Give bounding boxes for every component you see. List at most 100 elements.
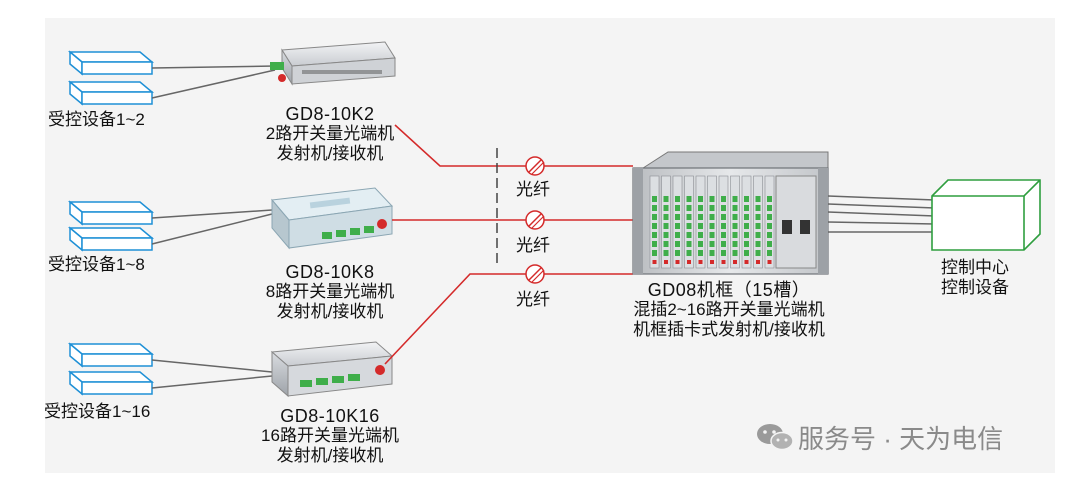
signal-cable	[151, 213, 273, 245]
rack-cards	[649, 175, 775, 269]
card-terminal	[721, 250, 726, 256]
card-led	[744, 260, 749, 264]
rack-card	[764, 175, 775, 269]
card-terminal	[709, 250, 715, 256]
device-label-3: 受控设备1~16	[44, 402, 151, 421]
card-terminal	[721, 241, 726, 247]
card-terminal	[686, 214, 692, 220]
device-box	[67, 201, 155, 213]
device-label-2: 受控设备1~8	[48, 255, 145, 274]
card-terminal	[698, 196, 703, 202]
rack-card	[753, 175, 763, 269]
fiber-link-1	[394, 124, 633, 167]
device-box	[67, 81, 155, 93]
transceiver-desc: 8路开关量光端机	[265, 282, 395, 301]
watermark-text: 服务号 · 天为电信	[798, 423, 1004, 454]
controlled-device-group-2	[67, 200, 155, 252]
transceiver-role: 发射机/接收机	[276, 302, 384, 321]
device-box	[81, 381, 153, 395]
transceiver-unit-3	[270, 341, 394, 398]
card-terminal	[686, 223, 692, 229]
card-terminal	[652, 241, 657, 247]
control-center-desc: 控制设备	[941, 278, 1009, 297]
rack-card	[718, 175, 729, 269]
card-terminal	[744, 250, 749, 256]
control-center-title: 控制中心	[941, 258, 1009, 277]
transceiver-label-2: GD8-10K8 8路开关量光端机 发射机/接收机	[246, 262, 414, 322]
fiber-port	[278, 74, 286, 82]
card-led	[687, 260, 691, 264]
card-terminal	[663, 232, 669, 238]
transceiver-desc: 16路开关量光端机	[261, 426, 399, 445]
chassis-title: GD08机框（15槽）	[647, 280, 811, 300]
card-terminal	[755, 250, 761, 256]
card-terminal	[663, 223, 669, 229]
fiber-break-icon	[525, 210, 545, 230]
controlled-device-group-3	[67, 342, 155, 396]
card-terminal	[755, 214, 761, 220]
card-terminal	[767, 250, 772, 256]
card-terminal	[709, 241, 715, 247]
card-terminal	[755, 196, 761, 202]
card-terminal	[698, 205, 703, 211]
card-terminal	[744, 241, 749, 247]
rack-card	[684, 175, 694, 269]
fiber-port	[377, 219, 387, 229]
card-terminal	[698, 250, 703, 256]
transceiver-label-1: GD8-10K2 2路开关量光端机 发射机/接收机	[246, 104, 414, 164]
card-terminal	[721, 205, 726, 211]
wechat-icon	[757, 424, 794, 451]
chassis-desc: 混插2~16路开关量光端机	[633, 300, 825, 319]
device-box	[81, 91, 153, 105]
transceiver-role: 发射机/接收机	[276, 446, 384, 465]
card-led	[664, 260, 668, 264]
rack-card	[741, 175, 752, 269]
signal-cable	[151, 69, 276, 99]
card-terminal	[675, 250, 680, 256]
controlled-device-group-1	[67, 50, 155, 106]
card-terminal	[663, 214, 669, 220]
rack-card	[672, 175, 683, 269]
chassis-rack	[632, 151, 829, 275]
control-cables	[827, 195, 936, 233]
card-terminal	[767, 241, 772, 247]
signal-cable	[151, 65, 276, 69]
card-terminal	[744, 232, 749, 238]
card-terminal	[721, 232, 726, 238]
control-center-box	[931, 179, 1041, 251]
card-terminal	[686, 250, 692, 256]
fiber-label-1: 光纤	[516, 180, 550, 199]
signal-cable	[827, 211, 936, 217]
card-terminal	[767, 232, 772, 238]
card-terminal	[652, 250, 657, 256]
card-terminal	[675, 214, 680, 220]
card-led	[721, 260, 726, 264]
card-terminal	[744, 205, 749, 211]
port-strip	[302, 70, 382, 74]
terminal-block	[270, 62, 284, 70]
device-box	[81, 61, 153, 75]
wechat-icon-slot	[752, 422, 790, 452]
card-led	[710, 260, 714, 264]
card-led	[675, 260, 680, 264]
transceiver-unit-1	[270, 41, 396, 86]
chassis-label: GD08机框（15槽） 混插2~16路开关量光端机 机框插卡式发射机/接收机	[594, 280, 864, 340]
card-terminal	[652, 205, 657, 211]
card-terminal	[767, 214, 772, 220]
fiber-link-3	[384, 273, 633, 365]
fiber-label-3: 光纤	[516, 290, 550, 309]
card-terminal	[755, 223, 761, 229]
card-terminal	[698, 232, 703, 238]
transceiver-model: GD8-10K16	[280, 406, 380, 426]
card-terminal	[767, 205, 772, 211]
card-terminal	[686, 205, 692, 211]
card-terminal	[675, 232, 680, 238]
card-terminal	[732, 241, 738, 247]
card-terminal	[652, 232, 657, 238]
card-terminal	[698, 241, 703, 247]
card-terminal	[755, 232, 761, 238]
signal-cable	[827, 203, 936, 209]
card-terminal	[744, 223, 749, 229]
transceiver-label-3: GD8-10K16 16路开关量光端机 发射机/接收机	[240, 406, 420, 466]
card-terminal	[686, 232, 692, 238]
